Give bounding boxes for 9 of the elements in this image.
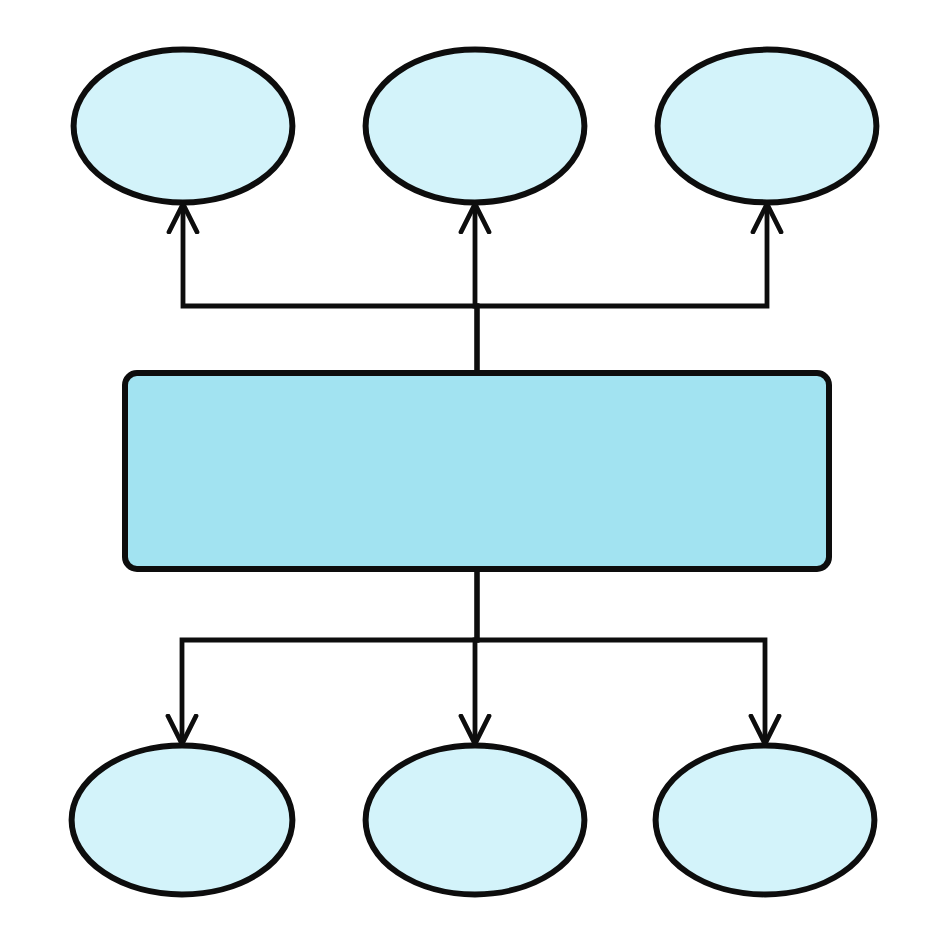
ellipse-node	[654, 46, 880, 206]
arrow	[474, 201, 784, 370]
ellipse-node	[70, 46, 296, 206]
ellipse-node	[362, 46, 588, 206]
central-box	[122, 370, 832, 572]
ellipse-node	[652, 742, 878, 898]
ellipse-node	[362, 742, 588, 898]
ellipse-node	[68, 742, 296, 898]
arrow	[474, 572, 782, 747]
